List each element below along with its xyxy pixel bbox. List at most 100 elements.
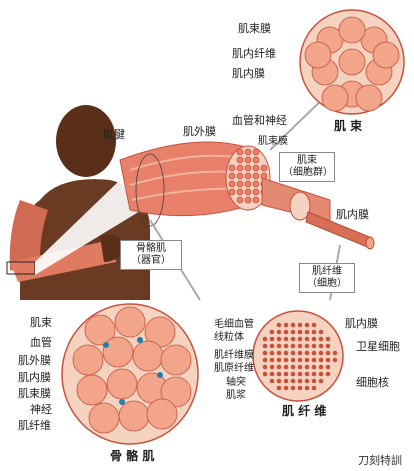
myofibril-dot	[297, 350, 303, 356]
skeletal-fascicle	[146, 398, 178, 430]
bundle-fiber	[252, 196, 260, 204]
skeletal-section	[61, 303, 199, 445]
myofibril-dot	[290, 329, 296, 335]
skeletal-cells	[72, 306, 192, 434]
figure-head	[56, 105, 116, 177]
myofibril-dot	[283, 343, 289, 349]
skeletal-fascicle	[76, 374, 108, 406]
myofibril-dot	[269, 343, 275, 349]
epimysium-ring	[135, 153, 165, 227]
label-vessels-nerves: 血管和神经	[232, 114, 287, 127]
label-br-myofibril: 肌原纤维	[214, 363, 254, 374]
myofibril-dot	[304, 329, 310, 335]
label-br-satellite: 卫星细胞	[356, 340, 400, 353]
myofibril-dot	[325, 357, 331, 363]
muscle-bundle	[119, 141, 375, 250]
bundle-fiber	[236, 156, 244, 164]
title-fiber: 肌 纤 维	[282, 404, 327, 418]
myofibril-dot	[318, 343, 324, 349]
label-br-mitochondria: 线粒体	[214, 332, 244, 343]
myofibril-dot	[269, 329, 275, 335]
label-br-endomysium: 肌内膜	[345, 317, 378, 330]
top-cell	[355, 84, 383, 112]
myofibril-dot	[318, 378, 324, 384]
label-br-axon: 轴突	[226, 377, 246, 388]
myofibril-dot	[304, 350, 310, 356]
myofibril-dot	[311, 378, 317, 384]
myofibril-dot	[325, 350, 331, 356]
myofibril-dot	[311, 350, 317, 356]
label-bl-perimysium: 肌束膜	[18, 387, 51, 400]
myofibril-dot	[283, 350, 289, 356]
vessel-dot	[119, 399, 125, 405]
bundle-fiber	[236, 164, 244, 172]
myofibril-dot	[283, 371, 289, 377]
bundle-fiber	[236, 148, 244, 156]
myofibril-dot	[276, 371, 282, 377]
skeletal-fascicle	[72, 344, 104, 376]
myofibril-dot	[297, 343, 303, 349]
skeletal-fascicle	[102, 336, 134, 368]
myofibril-dot	[262, 343, 268, 349]
myofibril-dot	[283, 336, 289, 342]
myofibril-dot	[297, 371, 303, 377]
myofibril-dot	[297, 357, 303, 363]
myofibril-dot	[276, 378, 282, 384]
myofibril-dot	[297, 322, 303, 328]
myofibril-dot	[269, 336, 275, 342]
label-bl-blood-vessel: 血管	[30, 336, 52, 349]
myofibril-dot	[325, 364, 331, 370]
label-br-capillary: 毛细血管	[214, 319, 254, 330]
label-bl-nerve: 神经	[30, 403, 52, 416]
myofibril-dot	[290, 350, 296, 356]
myofibril-dot	[304, 343, 310, 349]
myofibril-dot	[311, 357, 317, 363]
myofibril-dot	[311, 336, 317, 342]
bundle-fiber	[244, 180, 252, 188]
fiber-end	[365, 236, 375, 250]
bundle-fiber	[244, 188, 252, 196]
label-top-endomysium: 肌内膜	[232, 67, 265, 80]
myofibril-dot	[269, 357, 275, 363]
myofibril-dot	[276, 385, 282, 391]
myofibril-dot	[283, 385, 289, 391]
skeletal-fascicle	[106, 368, 138, 400]
myofibril-dot	[318, 357, 324, 363]
myofibril-dot	[304, 322, 310, 328]
myofibril-dot	[325, 371, 331, 377]
bundle-fiber	[228, 172, 236, 180]
myofibril-dot	[325, 336, 331, 342]
bundle-fiber	[252, 172, 260, 180]
box-fascicle-line2: （细胞群）	[283, 167, 333, 178]
myofibril-dot	[283, 322, 289, 328]
myofibril-dot	[269, 378, 275, 384]
myofibril-dot	[311, 322, 317, 328]
skeletal-fascicle	[160, 376, 192, 408]
myofibril-dot	[304, 385, 310, 391]
myofibril-dot	[304, 336, 310, 342]
myofibril-dot	[311, 329, 317, 335]
myofibril-dot	[318, 350, 324, 356]
label-epimysium: 肌外膜	[183, 125, 216, 138]
bundle-fiber	[228, 188, 236, 196]
skeletal-fascicle	[132, 340, 164, 372]
myofibril-dot	[283, 364, 289, 370]
myofibril-dot	[290, 371, 296, 377]
myofibril-dot	[304, 371, 310, 377]
vessel-dot	[137, 337, 143, 343]
myofibril-dot	[283, 378, 289, 384]
myofibril-dot	[332, 357, 338, 363]
myofibril-dot	[269, 364, 275, 370]
myofibril-dot	[276, 350, 282, 356]
label-top-perimysium: 肌束膜	[238, 22, 271, 35]
myofibril-dot	[276, 364, 282, 370]
myofibril-dot	[262, 350, 268, 356]
myofibril-dot	[311, 371, 317, 377]
bundle-fiber	[244, 196, 252, 204]
box-fiber-line2: （细胞）	[307, 278, 347, 289]
label-br-sarcoplasm: 肌浆	[226, 390, 246, 401]
callout-wedge	[35, 180, 150, 275]
box-fascicle-line1: 肌束	[297, 155, 317, 166]
bundle-fiber	[236, 188, 244, 196]
